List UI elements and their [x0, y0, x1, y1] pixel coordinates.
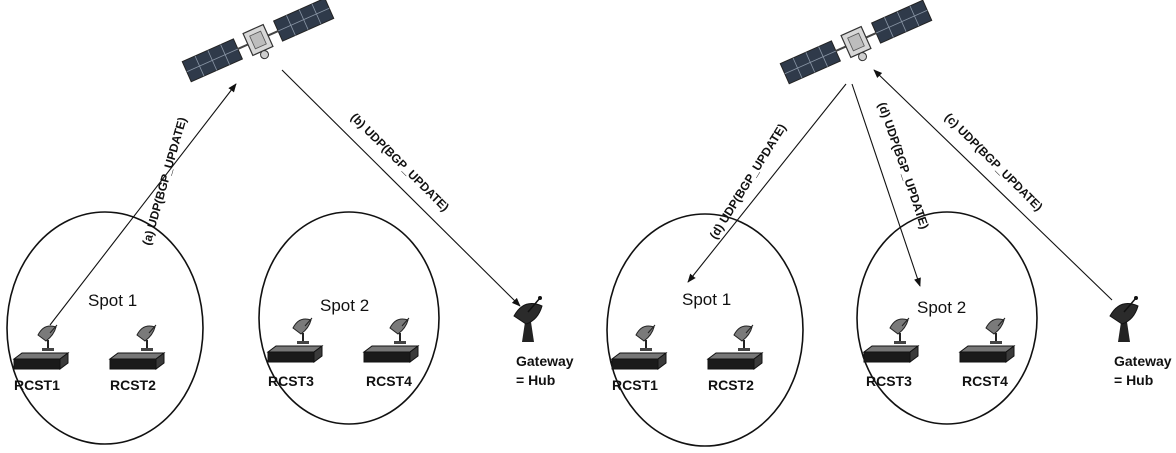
rcst1-label: RCST1	[612, 377, 658, 393]
rcst2-label: RCST2	[708, 377, 754, 393]
arrow-d2-label: (d) UDP(BGP_UPDATE)	[875, 100, 932, 230]
satellite-dish-icon	[389, 317, 410, 345]
spot2-label: Spot 2	[917, 298, 966, 317]
rcst-terminal-icon	[109, 352, 165, 370]
rcst-terminal-icon	[13, 352, 69, 370]
rcst2-label: RCST2	[110, 377, 156, 393]
arrow-d1	[687, 83, 847, 283]
gateway-label-line1: Gateway	[516, 353, 574, 369]
left-panel: Spot 1 Spot 2 RCST1 RCST2 RCST3 RCST4 Ga…	[6, 0, 574, 445]
satellite-dish-icon	[136, 324, 157, 352]
gateway-dish-icon	[513, 295, 543, 343]
arrow-c	[873, 69, 1113, 301]
satellite-dish-icon	[292, 317, 313, 345]
arrow-b-label: (b) UDP(BGP_UPDATE)	[348, 110, 452, 214]
rcst-terminal-icon	[267, 345, 323, 363]
spot1-ellipse	[6, 211, 204, 445]
spot2-ellipse	[856, 211, 1038, 425]
satellite-icon	[180, 0, 339, 91]
rcst-terminal-icon	[611, 352, 667, 370]
arrow-a	[49, 83, 237, 326]
arrow-d2	[851, 83, 921, 287]
spot2-ellipse	[258, 211, 440, 425]
satellite-dish-icon	[733, 324, 754, 352]
arrow-c-label: (c) UDP(BGP_UPDATE)	[942, 110, 1046, 214]
gateway-label-line2: = Hub	[1114, 372, 1153, 388]
spot1-label: Spot 1	[88, 291, 137, 310]
rcst3-label: RCST3	[866, 373, 912, 389]
rcst-terminal-icon	[707, 352, 763, 370]
rcst4-label: RCST4	[962, 373, 1008, 389]
arrow-b	[281, 69, 521, 307]
satellite-dish-icon	[635, 324, 656, 352]
spot1-ellipse	[606, 213, 804, 447]
arrow-d1-label: (d) UDP(BGP_UPDATE)	[707, 121, 789, 241]
satellite-dish-icon	[985, 317, 1006, 345]
rcst-terminal-icon	[863, 345, 919, 363]
rcst3-label: RCST3	[268, 373, 314, 389]
satellite-icon	[778, 0, 937, 93]
arrow-a-label: (a) UDP(BGP_UPDATE)	[139, 116, 189, 247]
satellite-dish-icon	[889, 317, 910, 345]
rcst1-label: RCST1	[14, 377, 60, 393]
rcst4-label: RCST4	[366, 373, 412, 389]
spot1-label: Spot 1	[682, 290, 731, 309]
satellite-dish-icon	[37, 324, 58, 352]
gateway-label-line2: = Hub	[516, 372, 555, 388]
gateway-dish-icon	[1109, 295, 1139, 343]
spot2-label: Spot 2	[320, 296, 369, 315]
rcst-terminal-icon	[959, 345, 1015, 363]
gateway-label-line1: Gateway	[1114, 353, 1172, 369]
rcst-terminal-icon	[363, 345, 419, 363]
right-panel: Spot 1 Spot 2 RCST1 RCST2 RCST3 RCST4 Ga…	[606, 0, 1172, 447]
